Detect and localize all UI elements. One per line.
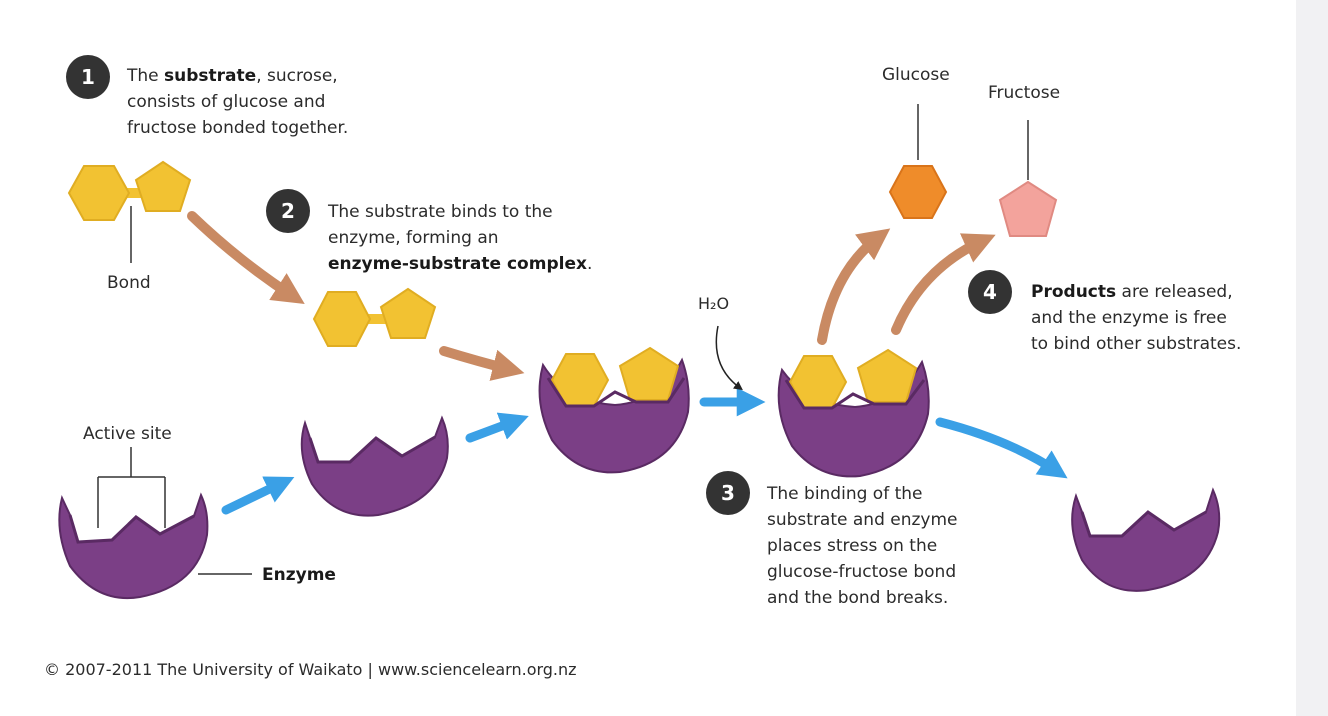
- step-text-line: glucose-fructose bond: [767, 559, 958, 585]
- enzyme-substrate-complex: [538, 346, 690, 474]
- fructose-product: [998, 120, 1058, 237]
- bold-term: enzyme-substrate complex: [328, 254, 587, 274]
- sucrose-substrate: [67, 160, 192, 263]
- text-run: are released,: [1116, 282, 1233, 302]
- text-run: places stress on the: [767, 536, 938, 556]
- text-run: .: [586, 254, 593, 274]
- step-1-text: The substrate, sucrose, consists of gluco…: [127, 63, 348, 141]
- enzyme-shape: [300, 415, 449, 517]
- glucose-label: Glucose: [882, 65, 950, 85]
- step-text-line: Products are released,: [1031, 279, 1241, 305]
- fructose-label: Fructose: [988, 83, 1061, 103]
- bond-label: Bond: [107, 273, 151, 293]
- step-text-line: The substrate, sucrose,: [127, 63, 348, 89]
- text-run: to bind other substrates.: [1031, 334, 1242, 354]
- active-site-bracket: [97, 447, 166, 528]
- text-run: consists of glucose and: [127, 92, 326, 112]
- step-text-line: enzyme, forming an: [328, 225, 592, 251]
- step-text-line: and the enzyme is free: [1031, 305, 1241, 331]
- step-4-badge: 4: [968, 270, 1012, 314]
- enzyme-shape: [58, 492, 209, 599]
- text-run: and the enzyme is free: [1031, 308, 1227, 328]
- text-run: glucose-fructose bond: [767, 562, 957, 582]
- step-text-line: to bind other substrates.: [1031, 331, 1241, 357]
- bold-term: substrate: [164, 66, 257, 86]
- text-run: The binding of the: [767, 484, 923, 504]
- glucose-hexagon: [67, 165, 131, 221]
- text-run: The substrate binds to the: [328, 202, 553, 222]
- water-label: H₂O: [698, 294, 730, 313]
- text-run: fructose bonded together.: [127, 118, 349, 138]
- step-1-badge: 1: [66, 55, 110, 99]
- step-text-line: places stress on the: [767, 533, 958, 559]
- step-3-badge: 3: [706, 471, 750, 515]
- copyright-footer: © 2007-2011 The University of Waikato | …: [44, 660, 577, 679]
- text-run: The: [127, 66, 165, 86]
- text-run: and the bond breaks.: [767, 588, 949, 608]
- step-text-line: The substrate binds to the: [328, 199, 592, 225]
- sucrose-substrate-approaching: [312, 287, 437, 347]
- arrow-glucose-release: [817, 228, 891, 345]
- active-site-label: Active site: [83, 424, 172, 444]
- step-4-text: Products are released, and the enzyme is …: [1031, 279, 1241, 357]
- fructose-pentagon: [134, 160, 192, 212]
- step-text-line: substrate and enzyme: [767, 507, 958, 533]
- enzyme-reaction-diagram: [58, 104, 1221, 599]
- arrow-enzyme-release: [935, 417, 1068, 479]
- text-run: substrate and enzyme: [767, 510, 958, 530]
- arrow-enzyme-1-to-2: [221, 476, 295, 515]
- arrow-substrate-to-complex: [187, 211, 305, 304]
- enzyme-stressed-complex: [777, 348, 930, 478]
- glucose-product: [888, 104, 948, 219]
- bold-term: Products: [1031, 282, 1117, 302]
- enzyme-label: Enzyme: [262, 565, 336, 585]
- step-2-badge: 2: [266, 189, 310, 233]
- step-text-line: enzyme-substrate complex.: [328, 251, 592, 277]
- step-text-line: The binding of the: [767, 481, 958, 507]
- right-edge-strip: [1296, 0, 1328, 716]
- step-text-line: consists of glucose and: [127, 89, 348, 115]
- text-run: enzyme, forming an: [328, 228, 499, 248]
- step-3-text: The binding of the substrate and enzyme pl…: [767, 481, 958, 611]
- step-text-line: and the bond breaks.: [767, 585, 958, 611]
- step-2-text: The substrate binds to the enzyme, formin…: [328, 199, 592, 277]
- water-arrow: [715, 325, 743, 391]
- text-run: , sucrose,: [256, 66, 338, 86]
- arrow-substrate-into-enzyme: [439, 346, 525, 381]
- arrow-enzyme-2-to-complex: [465, 412, 529, 443]
- enzyme-shape: [1071, 487, 1221, 592]
- arrow-fructose-release: [891, 233, 996, 335]
- step-text-line: fructose bonded together.: [127, 115, 348, 141]
